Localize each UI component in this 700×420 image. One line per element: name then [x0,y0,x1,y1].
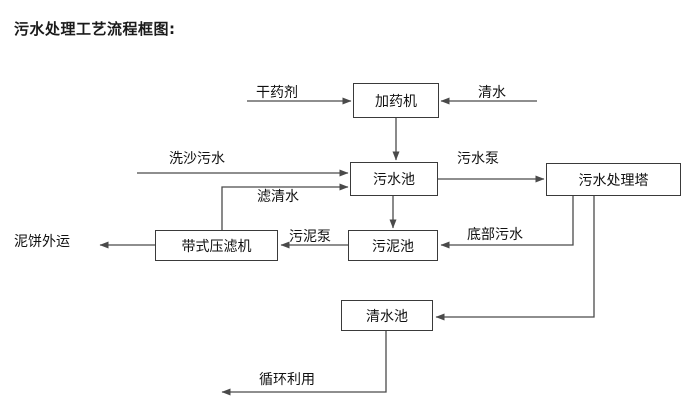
node-dosing-machine[interactable]: 加药机 [353,83,439,118]
terminal-label-clean-water: 清水 [478,85,506,101]
node-label: 污水池 [373,172,415,188]
node-label: 污泥池 [372,238,414,255]
terminal-label-dry-chemical: 干药剂 [256,85,298,101]
terminal-label-mud-cake-out: 泥饼外运 [14,234,70,250]
node-label: 加药机 [375,93,417,110]
edge-label-sewage-pump: 污水泵 [457,151,499,167]
node-label: 带式压滤机 [181,238,252,255]
edge-tower-to-clear-water-pool [435,196,595,321]
terminal-label-sand-wash-sewage: 洗沙污水 [169,151,225,167]
node-treatment-tower[interactable]: 污水处理塔 [546,163,681,196]
node-label: 清水池 [366,308,408,325]
node-belt-filter-press[interactable]: 带式压滤机 [155,230,278,261]
terminal-label-recycle-use: 循环利用 [259,372,315,388]
edge-label-bottom-sewage: 底部污水 [467,227,523,243]
edge-label-filtrate-water: 滤清水 [257,189,299,205]
page-title: 污水处理工艺流程框图: [14,20,176,38]
node-sludge-pool[interactable]: 污泥池 [348,230,438,261]
edge-filtrate-to-sewage-pool [221,183,349,230]
edge-tower-to-sludge-pool [440,196,574,249]
node-clear-water-pool[interactable]: 清水池 [341,300,433,331]
edge-label-sludge-pump: 污泥泵 [289,229,331,245]
node-label: 污水处理塔 [578,172,649,189]
edge-clear-water-pool-to-recycle [221,331,387,396]
node-sewage-pool[interactable]: 污水池 [350,162,438,196]
